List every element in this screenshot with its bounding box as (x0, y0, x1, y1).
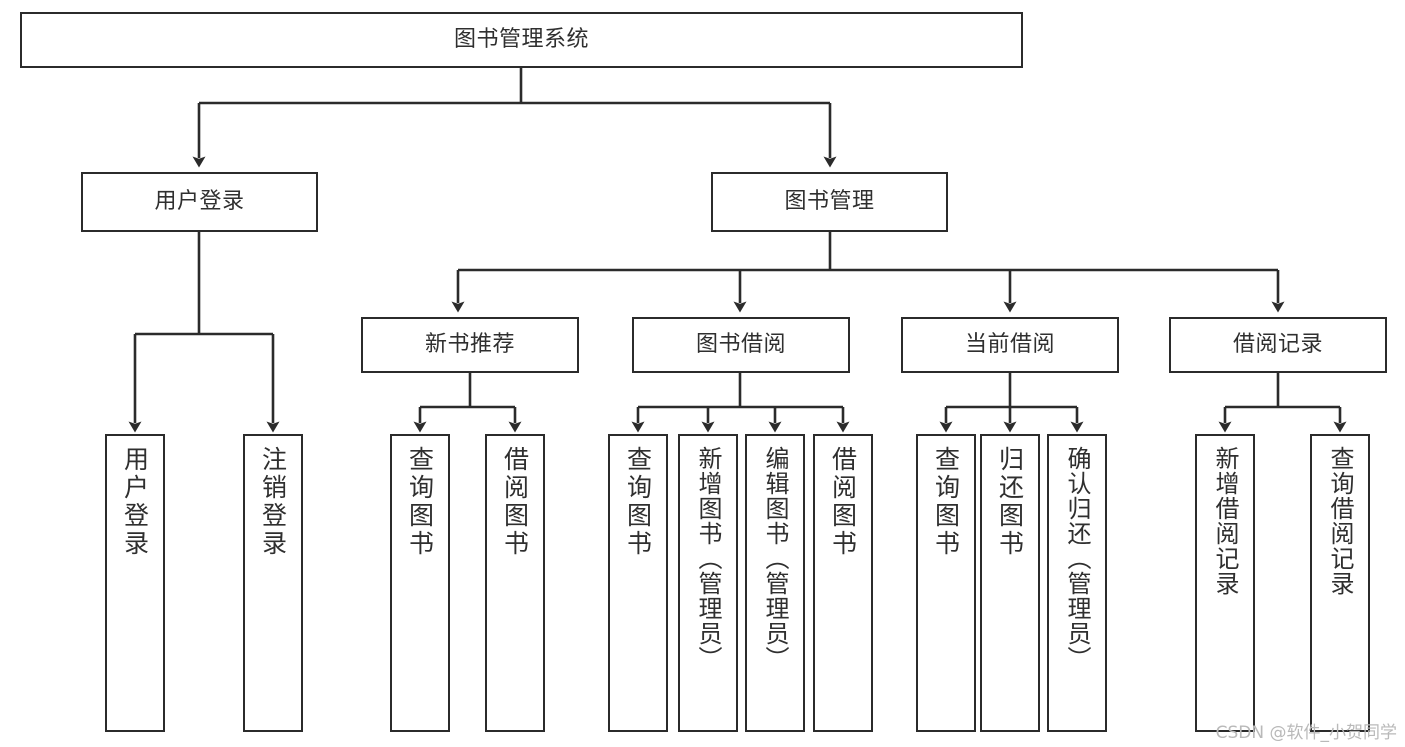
node-label: 查询图书 (623, 446, 653, 558)
leaf-borrow-add-book-admin[interactable]: 新增图书（管理员） (678, 434, 738, 732)
node-new-book-recommend[interactable]: 新书推荐 (361, 317, 579, 373)
node-label: 新增图书（管理员） (694, 446, 722, 671)
node-user-login[interactable]: 用户登录 (81, 172, 318, 232)
node-label: 查询图书 (931, 446, 961, 558)
leaf-current-confirm-return-admin[interactable]: 确认归还（管理员） (1047, 434, 1107, 732)
node-label: 编辑图书（管理员） (761, 446, 789, 671)
node-book-management[interactable]: 图书管理 (711, 172, 948, 232)
leaf-borrow-edit-book-admin[interactable]: 编辑图书（管理员） (745, 434, 805, 732)
node-label: 当前借阅 (964, 332, 1055, 358)
node-label: 图书借阅 (695, 332, 786, 358)
node-label: 查询图书 (405, 446, 435, 558)
node-label: 图书管理 (784, 189, 875, 215)
node-label: 借阅图书 (828, 446, 858, 558)
leaf-record-add-record[interactable]: 新增借阅记录 (1195, 434, 1255, 732)
leaf-recommend-query-book[interactable]: 查询图书 (390, 434, 450, 732)
leaf-record-query-record[interactable]: 查询借阅记录 (1310, 434, 1370, 732)
node-label: 借阅记录 (1232, 332, 1323, 358)
leaf-borrow-query-book[interactable]: 查询图书 (608, 434, 668, 732)
csdn-watermark: CSDN @软件_小贺同学 (1215, 723, 1397, 743)
node-label: 用户登录 (154, 189, 245, 215)
node-label: 新增借阅记录 (1211, 446, 1239, 596)
node-label: 查询借阅记录 (1326, 446, 1354, 596)
leaf-user-login-logout[interactable]: 注销登录 (243, 434, 303, 732)
node-current-borrow[interactable]: 当前借阅 (901, 317, 1119, 373)
leaf-current-query-book[interactable]: 查询图书 (916, 434, 976, 732)
leaf-user-login-login[interactable]: 用户登录 (105, 434, 165, 732)
leaf-borrow-borrow-book[interactable]: 借阅图书 (813, 434, 873, 732)
node-label: 借阅图书 (500, 446, 530, 558)
node-label: 确认归还（管理员） (1063, 446, 1091, 671)
leaf-current-return-book[interactable]: 归还图书 (980, 434, 1040, 732)
node-label: 图书管理系统 (453, 27, 589, 53)
node-label: 归还图书 (995, 446, 1025, 558)
node-label: 注销登录 (258, 446, 288, 558)
node-label: 新书推荐 (424, 332, 515, 358)
node-root-system[interactable]: 图书管理系统 (20, 12, 1023, 68)
node-book-borrow[interactable]: 图书借阅 (632, 317, 850, 373)
node-borrow-record[interactable]: 借阅记录 (1169, 317, 1387, 373)
leaf-recommend-borrow-book[interactable]: 借阅图书 (485, 434, 545, 732)
node-label: 用户登录 (120, 446, 150, 558)
